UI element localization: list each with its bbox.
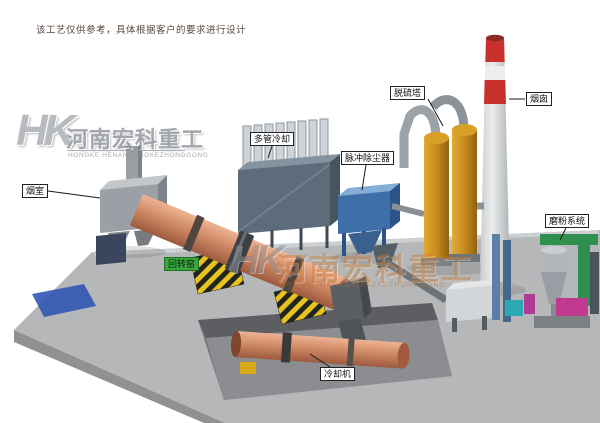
label-grinding-system: 磨粉系统	[545, 214, 590, 229]
cooling-machine	[230, 331, 410, 369]
label-desulfurization-tower: 脱硫塔	[390, 86, 426, 101]
desulfurization-towers	[399, 95, 484, 266]
label-rotary-kiln: 回转窑	[164, 257, 200, 272]
transfer-equipment	[372, 234, 535, 332]
label-cooling-machine: 冷却机	[320, 367, 356, 382]
blue-pad	[32, 284, 96, 317]
disclaimer-text: 该工艺仅供参考，具体根据客户的要求进行设计	[36, 25, 247, 36]
cooling-machine-base	[240, 362, 256, 374]
grinding-system	[534, 234, 599, 328]
label-chimney: 烟囱	[526, 92, 553, 107]
label-pulse-dust-collector: 脉冲除尘器	[341, 151, 395, 166]
label-multi-tube-cooling: 多管冷却	[250, 132, 295, 147]
label-smoke-chamber: 烟室	[22, 184, 49, 199]
leader-lines	[47, 98, 567, 368]
pulse-dust-collector	[338, 183, 425, 256]
kiln-discharge-hood	[330, 276, 372, 344]
